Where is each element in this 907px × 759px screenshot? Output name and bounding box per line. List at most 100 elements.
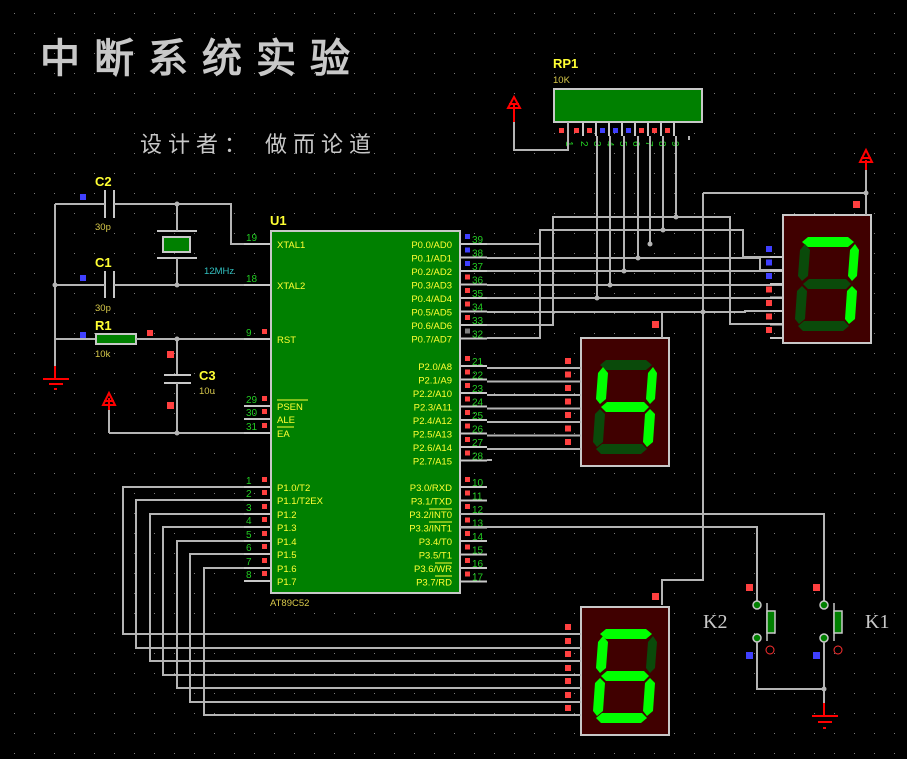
display-p1 (580, 606, 670, 736)
segment-e (593, 409, 605, 447)
pin-number: 35 (472, 289, 484, 300)
pin-name: ALE (277, 415, 295, 426)
c3-capacitor[interactable]: C3 10u (164, 351, 216, 409)
pin-state (465, 288, 470, 293)
u1-pin-16[interactable]: 16 P3.6/WR (414, 558, 487, 575)
k2-label: K2 (703, 611, 727, 633)
pin-number: 5 (246, 530, 252, 541)
pin-state (465, 544, 470, 550)
display-pin-state (565, 624, 571, 630)
p1-bus-wires (122, 486, 581, 716)
rp1-pin-number: 5 (617, 141, 628, 147)
rp1-pin-state (639, 128, 644, 133)
pin-name: P3.5/T1 (419, 551, 452, 562)
display-p0 (782, 214, 872, 344)
display-pin-state (565, 425, 571, 432)
pin-name: P1.2 (277, 510, 297, 521)
display-pin-state (766, 286, 772, 293)
pin-name: P2.2/A10 (413, 389, 452, 400)
crystal-frequency: 12MHz (204, 266, 234, 277)
pin-state (465, 437, 470, 442)
pin-name: P3.6/WR (414, 564, 452, 575)
pin-number: 27 (472, 438, 484, 449)
rp1-value: 10K (553, 75, 571, 86)
pin-name: P3.4/T0 (419, 537, 452, 548)
pin-number: 22 (472, 371, 484, 382)
c1-capacitor[interactable]: C1 30p (80, 255, 115, 314)
pin-name: P1.6 (277, 564, 297, 575)
pin-name: P2.1/A9 (418, 376, 452, 387)
u1-pin-22[interactable]: 22 P2.1/A9 (418, 369, 487, 387)
pin-name: P3.1/TXD (411, 497, 452, 508)
segment-d (798, 321, 849, 331)
rp1-pin-number: 7 (643, 141, 654, 147)
pin-state (465, 396, 470, 402)
c2-capacitor[interactable]: C2 30p (80, 174, 115, 233)
power-terminal-rp1 (506, 94, 522, 122)
u1-pin-2[interactable]: 2P1.1/T2EX (244, 489, 324, 507)
pin-name: P1.4 (277, 537, 297, 548)
u1-pin-6[interactable]: 6P1.5 (244, 543, 297, 561)
pin-state (465, 571, 470, 577)
ground-terminal-switches (812, 703, 838, 729)
segment-f (596, 636, 608, 673)
pin-name: P1.7 (277, 577, 297, 588)
u1-pin-8[interactable]: 8P1.7 (244, 570, 297, 588)
k2-pushbutton[interactable]: K2 (703, 584, 776, 659)
c3-value: 10u (199, 386, 215, 397)
r1-resistor[interactable]: R1 10k (80, 318, 153, 360)
pin-state (465, 504, 470, 509)
pin-state (465, 558, 470, 563)
u1-microcontroller[interactable]: U1 AT89C52 19XTAL118XTAL29RST29PSEN30ALE… (244, 213, 487, 609)
pin-number: 17 (472, 573, 484, 584)
rp1-pin-number: 9 (669, 141, 680, 147)
u1-pin-7[interactable]: 7P1.6 (244, 557, 297, 575)
u1-pin-3[interactable]: 3P1.2 (244, 503, 297, 521)
segment-f (596, 367, 608, 404)
pin-state (262, 396, 267, 401)
pin-number: 12 (472, 505, 484, 516)
display-pin-state (565, 358, 571, 364)
pin-number: 26 (472, 425, 484, 436)
pin-state (465, 517, 470, 523)
ground-terminal-left (43, 366, 69, 390)
u1-pin-1[interactable]: 1P1.0/T2 (244, 476, 310, 494)
pin-state (465, 328, 470, 334)
rp1-ref: RP1 (553, 56, 578, 71)
u1-pin-4[interactable]: 4P1.3 (244, 516, 297, 534)
pin-number: 37 (472, 262, 484, 273)
u1-pin-5[interactable]: 5P1.4 (244, 530, 297, 548)
segment-b (848, 244, 859, 281)
pin-name: P0.6/AD6 (411, 321, 452, 332)
pin-name: P2.3/A11 (414, 403, 452, 414)
pin-number: 16 (472, 559, 484, 570)
